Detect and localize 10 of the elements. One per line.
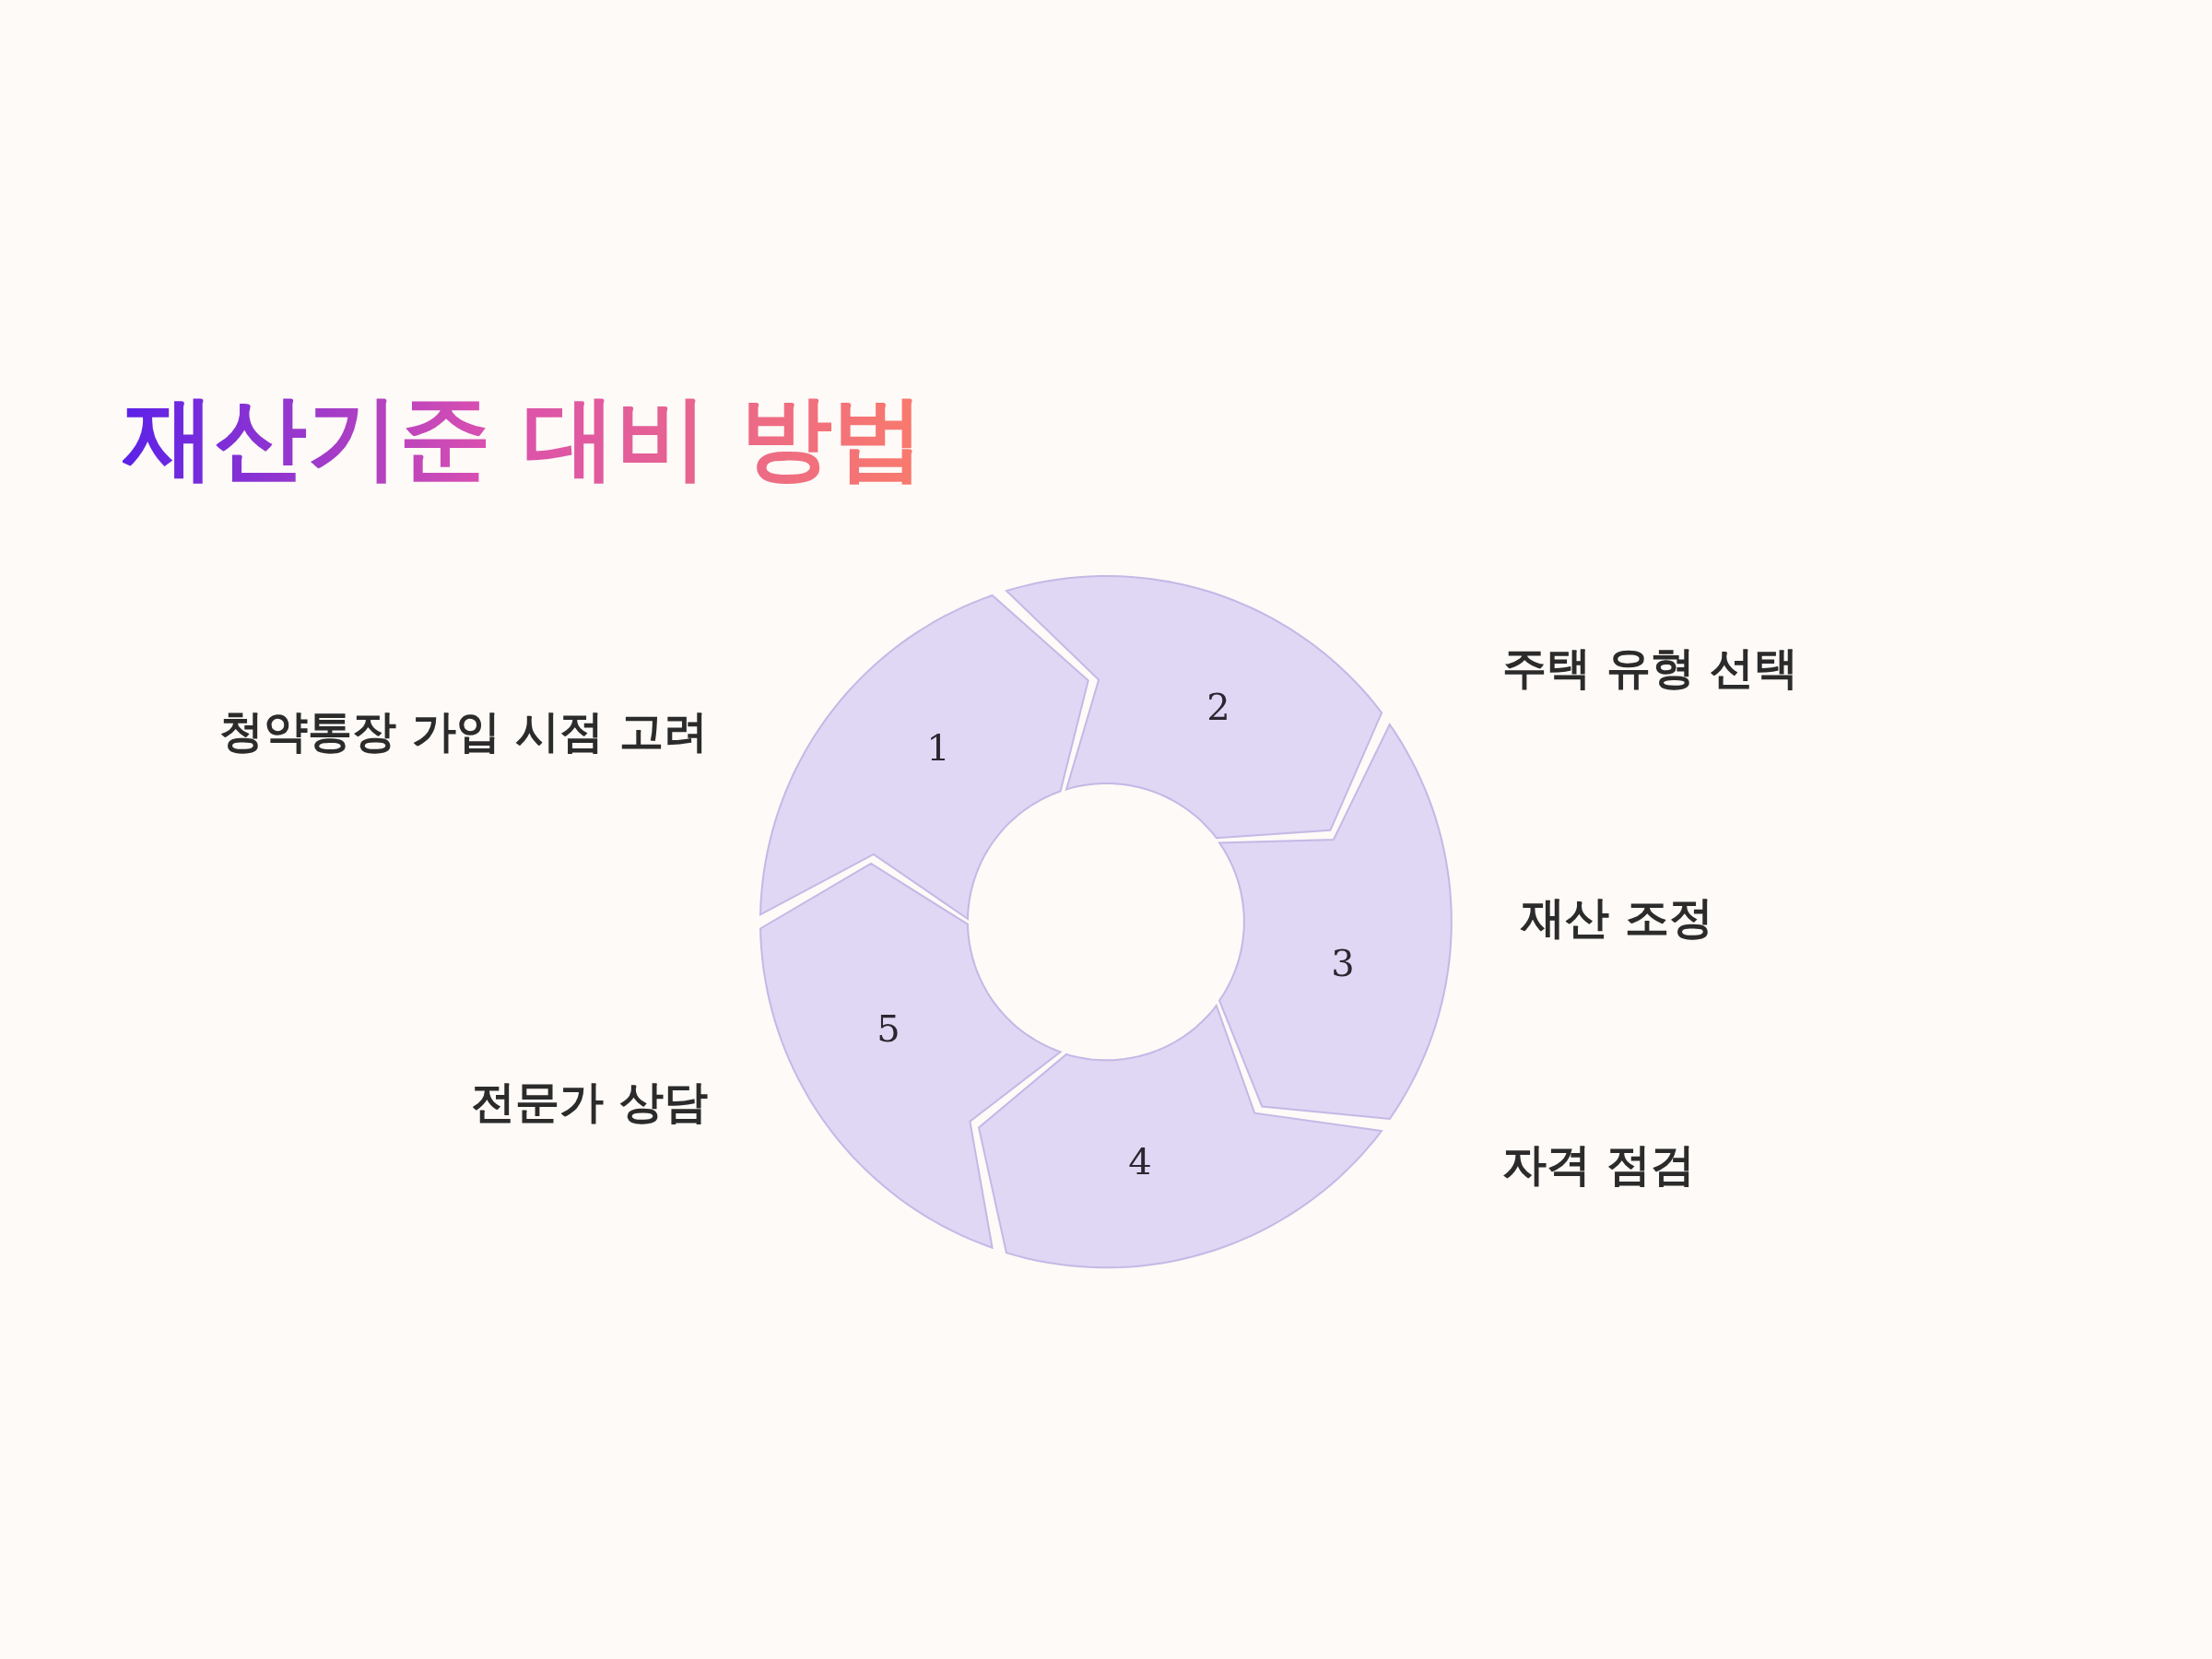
step-number: 2 [1206,688,1230,725]
step-label: 전문가 상담 [471,1079,708,1124]
step-number: 4 [1128,1143,1152,1180]
step-label: 청약통장 가입 시점 고려 [218,709,708,753]
step-number: 5 [877,1010,900,1047]
step-label: 주택 유형 선택 [1502,645,1799,689]
step-number: 1 [926,729,950,766]
step-label: 자격 점검 [1502,1142,1695,1186]
step-label: 재산 조정 [1521,895,1713,939]
step-number: 3 [1331,945,1355,982]
